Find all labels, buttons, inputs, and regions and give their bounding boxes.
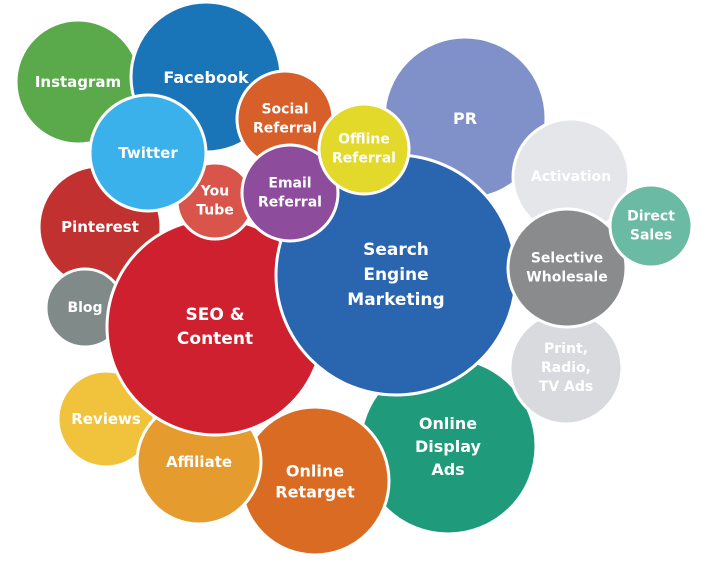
bubble-label-line: Print, — [544, 341, 588, 357]
bubble-label-activation: Activation — [531, 169, 611, 185]
bubble-label-print-radio-tv-ads: Print, Radio, TV Ads — [539, 341, 593, 395]
bubble-label-line: Marketing — [347, 290, 444, 310]
bubble-label-line: Search — [363, 240, 429, 260]
bubble-label-line: TV Ads — [539, 379, 593, 395]
bubble-label-line: PR — [453, 109, 477, 128]
bubble-label-line: Pinterest — [61, 218, 139, 236]
bubble-circle-email-referral — [240, 143, 340, 243]
bubble-activation: Activation — [511, 117, 631, 237]
bubble-label-facebook: Facebook — [163, 68, 249, 87]
bubble-label-pr: PR — [453, 109, 477, 128]
bubble-label-line: Ads — [431, 460, 464, 479]
bubble-label-line: Activation — [531, 169, 611, 185]
bubble-label-line: Tube — [196, 203, 234, 219]
bubble-label-line: Engine — [363, 265, 428, 285]
bubble-label-line: Referral — [258, 195, 322, 211]
bubble-label-reviews: Reviews — [71, 410, 141, 428]
bubble-circle-selective-wholesale — [506, 207, 628, 329]
bubble-blog: Blog — [44, 267, 126, 349]
bubble-label-line: Affiliate — [166, 453, 232, 471]
bubble-circle-online-retarget — [239, 405, 391, 557]
bubble-label-line: Radio, — [541, 360, 591, 376]
bubble-label-line: Wholesale — [526, 270, 607, 286]
bubble-label-line: Referral — [253, 121, 317, 137]
bubble-label-line: Online — [419, 414, 477, 433]
bubble-label-instagram: Instagram — [35, 73, 121, 91]
bubble-circle-offline-referral — [317, 102, 411, 196]
bubble-label-line: Blog — [67, 300, 102, 316]
bubble-circle-direct-sales — [608, 183, 694, 269]
bubble-label-line: Selective — [531, 251, 603, 267]
bubble-seo-content: SEO & Content — [105, 217, 325, 437]
bubble-label-pinterest: Pinterest — [61, 218, 139, 236]
bubble-label-line: Content — [177, 329, 253, 349]
bubble-label-twitter: Twitter — [118, 144, 178, 162]
bubble-label-line: SEO & — [185, 305, 244, 325]
bubble-label-line: Instagram — [35, 73, 121, 91]
bubble-twitter: Twitter — [88, 93, 208, 213]
bubble-label-line: Facebook — [163, 68, 249, 87]
bubble-label-line: Reviews — [71, 410, 141, 428]
bubble-label-line: Online — [286, 461, 344, 480]
bubble-label-line: Offline — [338, 132, 390, 148]
bubble-label-line: Email — [268, 176, 311, 192]
bubble-label-line: Twitter — [118, 144, 178, 162]
bubble-label-line: Sales — [630, 228, 672, 244]
bubble-label-line: Retarget — [275, 482, 355, 501]
bubble-circle-twitter — [88, 93, 208, 213]
bubble-label-line: Referral — [332, 151, 396, 167]
bubble-label-line: Social — [261, 102, 308, 118]
bubble-label-seo-content: SEO & Content — [177, 305, 253, 349]
bubble-print-radio-tv-ads: Print, Radio, TV Ads — [508, 310, 624, 426]
bubble-label-affiliate: Affiliate — [166, 453, 232, 471]
bubble-label-line: You — [200, 184, 229, 200]
bubble-label-blog: Blog — [67, 300, 102, 316]
bubble-label-line: Display — [415, 437, 482, 456]
bubble-label-line: Direct — [627, 209, 675, 225]
